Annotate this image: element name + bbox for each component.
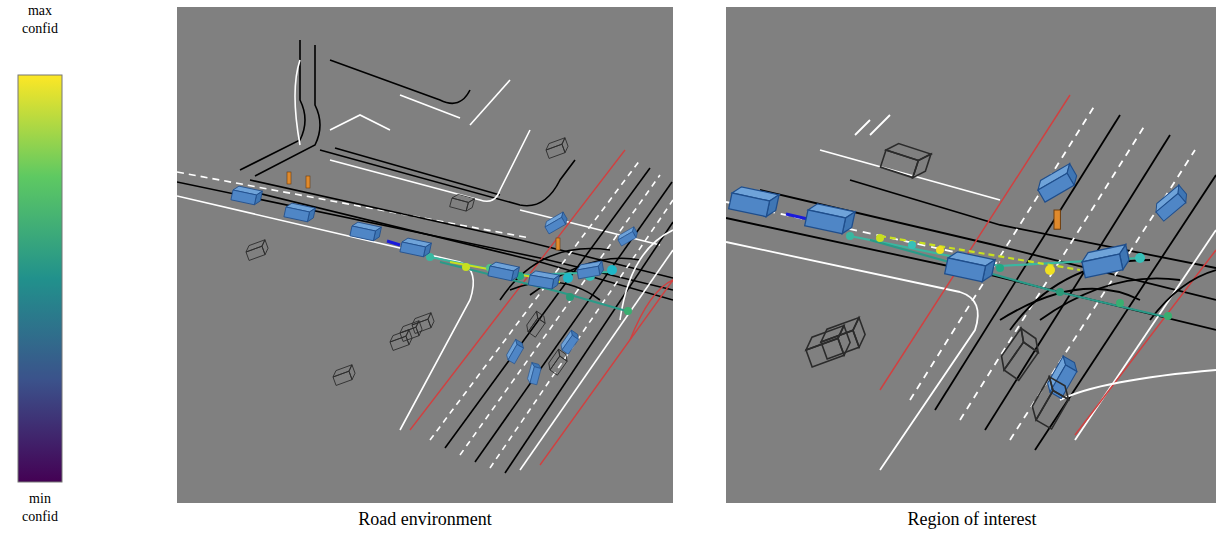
panel-caption: Region of interest: [822, 508, 1122, 531]
region-of-interest-panel: [726, 7, 1216, 503]
colorbar-max-label: max confid: [12, 2, 68, 37]
road-environment-panel: [177, 7, 673, 503]
colorbar-min-label: min confid: [12, 490, 68, 525]
panel-caption: Road environment: [275, 508, 575, 531]
colorbar: [18, 75, 62, 482]
